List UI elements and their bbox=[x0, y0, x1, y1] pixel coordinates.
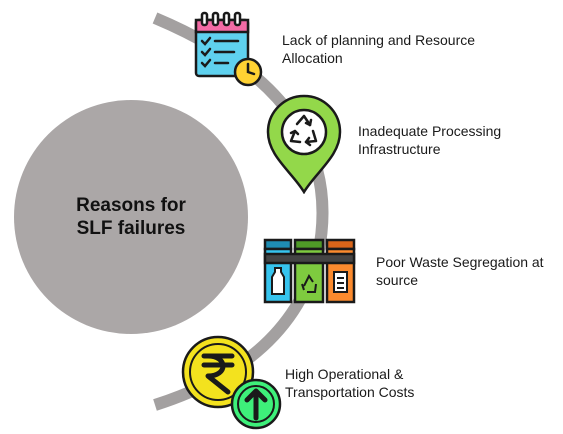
reason-label-infrastructure: Inadequate Processing Infrastructure bbox=[358, 123, 502, 157]
center-title: Reasons for SLF failures bbox=[76, 195, 186, 239]
center-circle: Reasons for SLF failures bbox=[14, 100, 248, 334]
reason-label-planning: Lack of planning and Resource Allocation bbox=[282, 32, 476, 66]
calendar-clock-icon bbox=[194, 11, 263, 87]
recycle-location-pin-icon bbox=[266, 94, 342, 194]
rupee-cost-up-icon bbox=[181, 335, 282, 430]
waste-bins-icon bbox=[263, 238, 356, 304]
reason-label-segregation: Poor Waste Segregation at source bbox=[376, 254, 544, 288]
reason-label-costs: High Operational & Transportation Costs bbox=[285, 366, 415, 400]
